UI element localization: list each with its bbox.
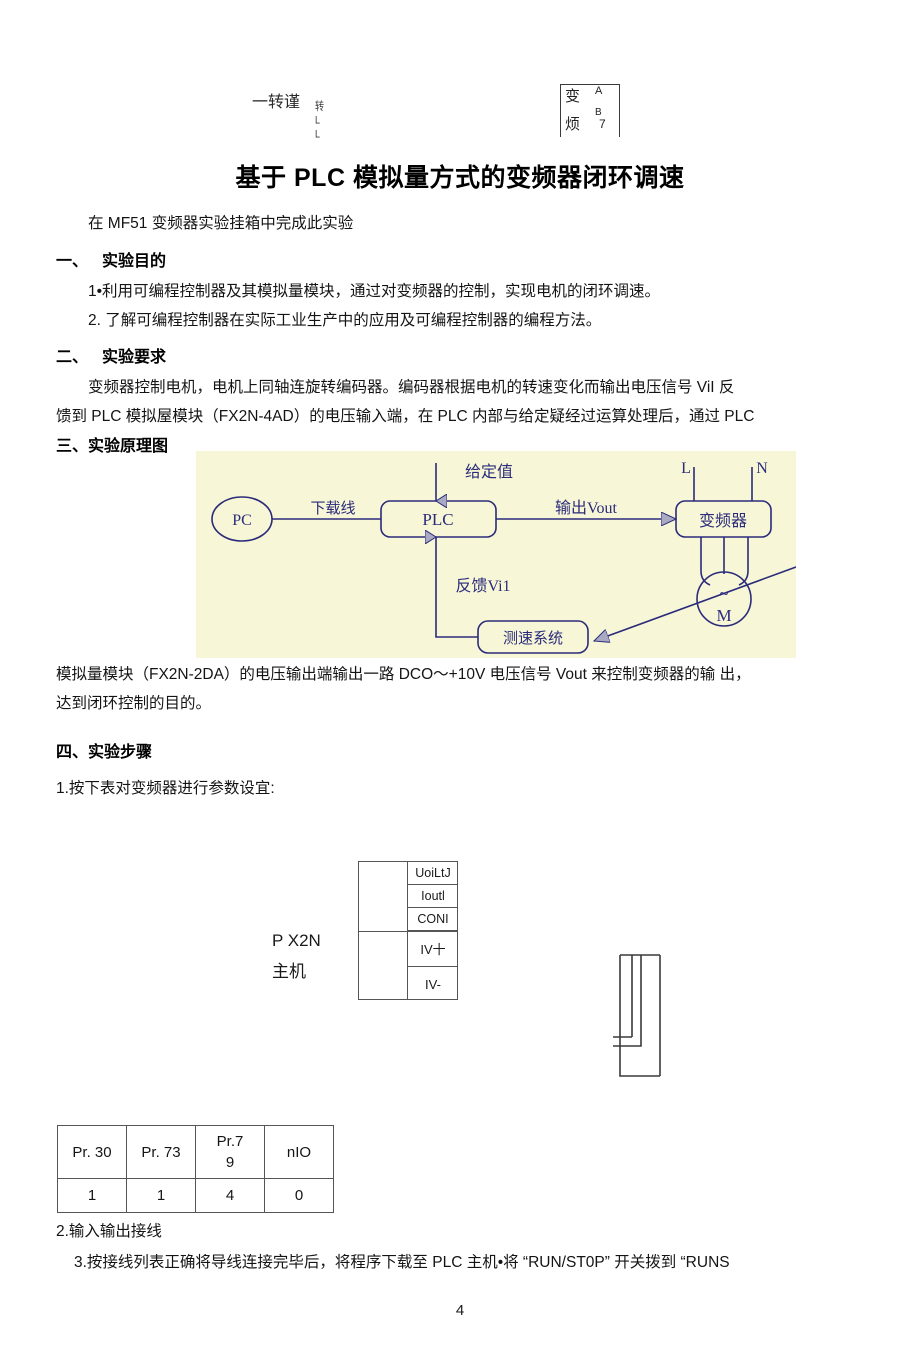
- section-3-after-line-1: 模拟量模块（FX2N-2DA）的电压输出端输出一路 DCO〜+10V 电压信号 …: [56, 666, 751, 683]
- param-header-3-line-1: Pr.7: [216, 1133, 244, 1150]
- artifact-box-code-1: A: [595, 85, 603, 97]
- artifact-box-char-2: 烦: [565, 116, 581, 133]
- table-row-header: Pr. 30 Pr. 73 Pr.7 9 nIO: [57, 1125, 334, 1179]
- diagram-label-output: 输出Vout: [555, 499, 617, 517]
- vertical-mark-1: 转: [315, 99, 325, 113]
- diagram-label-phase-l: L: [681, 460, 691, 477]
- section-4-step-2: 2.输入输出接线: [56, 1223, 162, 1240]
- section-3-after-line-2: 达到闭环控制的目的。: [56, 695, 212, 712]
- fx-terminal-1: UoiLtJ: [408, 862, 458, 885]
- param-header-1: Pr. 30: [57, 1125, 127, 1179]
- fx-table-vertical-divider: [407, 862, 408, 999]
- diagram-label-feedback: 反馈Vi1: [455, 577, 510, 595]
- section-1-title: 实验目的: [102, 253, 167, 270]
- section-heading-3: 三、实验原理图: [56, 432, 168, 456]
- section-3-number: 三、: [56, 438, 89, 455]
- section-4-step-3: 3.按接线列表正确将导线连接完毕后，将程序下载至 PLC 主机•将 “RUN/S…: [74, 1254, 730, 1271]
- fx-terminal-2: Ioutl: [408, 885, 458, 908]
- fx-unit-label: Ρ X2N 主机: [272, 925, 321, 987]
- diagram-node-motor-symbol: ~: [719, 584, 728, 603]
- scan-artifact-top-left: 一转谨: [252, 94, 301, 111]
- principle-block-diagram: PC PLC 变频器 测速系统 ~ M 给定值 下载线 输出Vout 反馈Vi1…: [196, 451, 796, 658]
- fx-table-horizontal-divider: [359, 931, 457, 932]
- vertical-mark-2: L: [315, 113, 321, 127]
- param-value-3: 4: [195, 1178, 265, 1213]
- section-4-number: 四、: [56, 744, 89, 761]
- fx-terminal-5: IV-: [425, 977, 441, 992]
- diagram-node-plc: PLC: [422, 510, 453, 529]
- scan-artifact-box: 变 A 烦 B 7: [560, 84, 620, 137]
- section-2-paragraph-line-2: 馈到 PLC 模拟屋模块（FX2N-4AD）的电压输入端，在 PLC 内部与给定…: [56, 408, 755, 425]
- section-1-item-1: 1•利用可编程控制器及其模拟量模块，通过对变频器的控制，实现电机的闭环调速。: [88, 283, 661, 300]
- diagram-node-motor: M: [716, 606, 731, 625]
- diagram-node-tacho: 测速系统: [503, 630, 563, 647]
- section-heading-2: 二、实验要求: [56, 343, 166, 367]
- subtitle-line: 在 MF51 变频器实验挂箱中完成此实验: [88, 215, 354, 232]
- vertical-mark-3: L: [315, 127, 321, 140]
- section-heading-1: 一、实验目的: [56, 247, 166, 271]
- page-number: 4: [455, 1302, 465, 1319]
- param-header-4: nIO: [264, 1125, 334, 1179]
- section-2-paragraph-line-1: 变频器控制电机，电机上同轴连旋转编码器。编码器根据电机的转速变化而输出电压信号 …: [88, 379, 735, 396]
- section-4-step-1: 1.按下表对变频器进行参数设宜:: [56, 780, 275, 797]
- artifact-box-row-2: 烦 B 7: [561, 107, 619, 137]
- fx-unit-terminal-table: UoiLtJ Ioutl CONI IV十 IV-: [358, 861, 458, 1000]
- fx-unit-label-line-2: 主机: [272, 962, 306, 981]
- section-2-title: 实验要求: [102, 349, 167, 366]
- fx-terminal-3: CONI: [408, 908, 458, 931]
- section-2-number: 二、: [56, 349, 89, 366]
- artifact-box-code-2-top: B: [595, 107, 602, 118]
- section-3-title: 实验原理图: [88, 438, 169, 455]
- param-value-4: 0: [264, 1178, 334, 1213]
- fx-unit-label-line-1: Ρ X2N: [272, 931, 321, 950]
- diagram-label-download-line: 下载线: [310, 500, 355, 517]
- param-header-3: Pr.7 9: [195, 1125, 265, 1179]
- artifact-box-char-1: 变: [565, 88, 581, 105]
- page-title: 基于 PLC 模拟量方式的变频器闭环调速: [235, 164, 685, 192]
- parameter-settings-table: Pr. 30 Pr. 73 Pr.7 9 nIO 1 1 4 0: [57, 1125, 334, 1213]
- table-row-values: 1 1 4 0: [57, 1178, 334, 1213]
- param-header-3-line-2: 9: [225, 1154, 235, 1171]
- section-4-title: 实验步骤: [88, 744, 153, 761]
- fx-terminal-4: IV十: [408, 932, 458, 967]
- section-1-item-2: 2. 了解可编程控制器在实际工业生产中的应用及可编程控制器的编程方法。: [88, 312, 602, 329]
- scan-artifact-vertical-marks: 转 L L: [315, 100, 329, 141]
- section-heading-4: 四、实验步骤: [56, 738, 152, 762]
- param-header-2: Pr. 73: [126, 1125, 196, 1179]
- artifact-box-row-1: 变 A: [561, 85, 619, 111]
- artifact-box-code-2-bottom: 7: [599, 117, 606, 131]
- diagram-label-setpoint: 给定值: [465, 463, 513, 481]
- param-value-1: 1: [57, 1178, 127, 1213]
- diagram-node-pc: PC: [232, 512, 252, 529]
- param-value-2: 1: [126, 1178, 196, 1213]
- diagram-node-inverter: 变频器: [699, 512, 747, 530]
- wiring-bracket-figure: [608, 953, 672, 1098]
- section-1-number: 一、: [56, 253, 89, 270]
- diagram-label-phase-n: N: [756, 460, 768, 477]
